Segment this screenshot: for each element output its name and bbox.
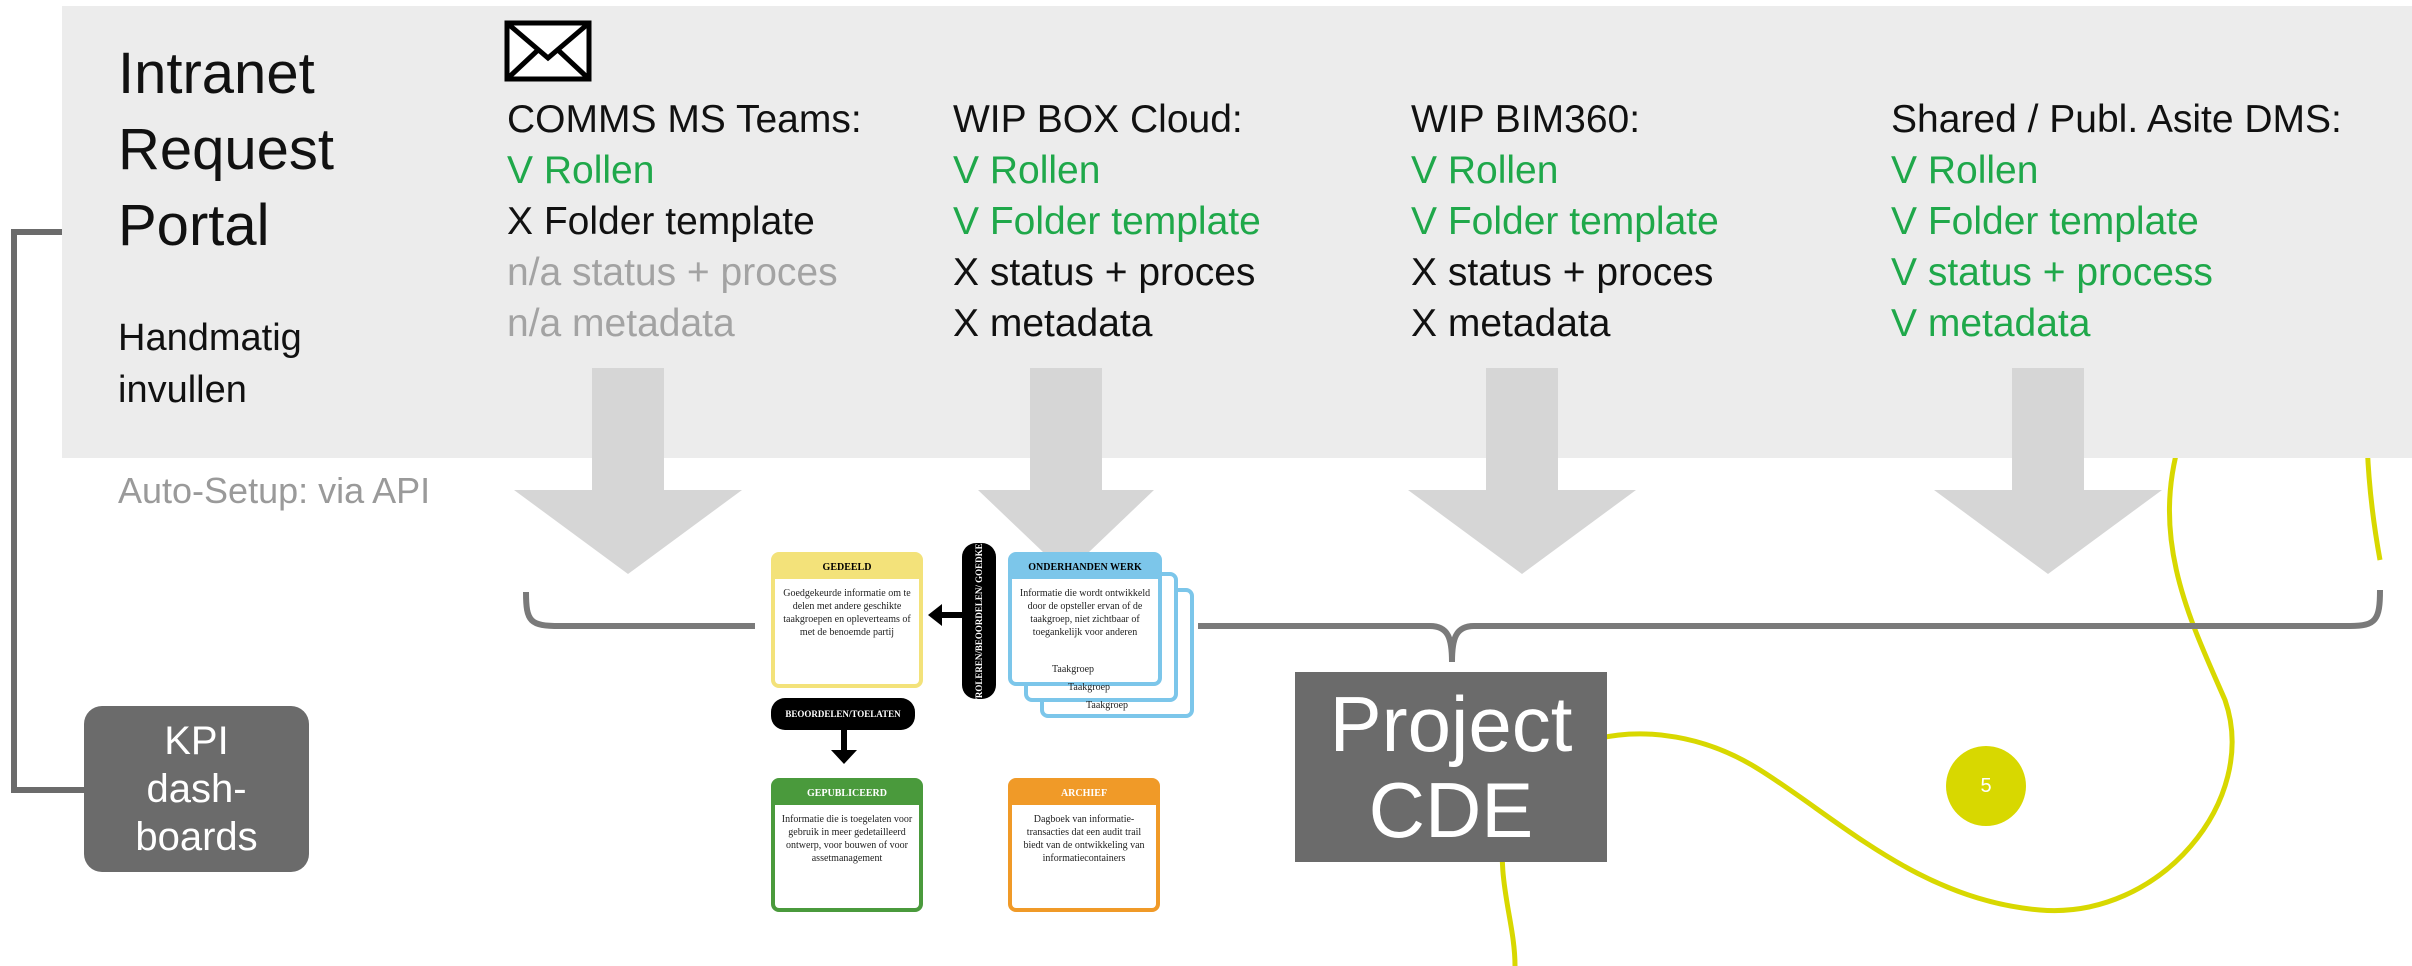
project-cde-box[interactable]: Project CDE [1295, 672, 1607, 862]
card-body: Informatie die wordt ontwikkeld door de … [1019, 588, 1151, 638]
status-item: X Folder template [507, 200, 815, 243]
platform-column-box: WIP BOX Cloud: V Rollen V Folder templat… [953, 94, 1261, 349]
card-gepubliceerd: GEPUBLICEERD Informatie die is toegelate… [771, 778, 923, 912]
taakgroep-label: Taakgroep [1052, 664, 1095, 675]
down-arrow-2 [978, 368, 1154, 574]
collection-bracket [523, 589, 2383, 663]
kpi-dashboards-box[interactable]: KPI dash- boards [84, 706, 309, 872]
status-item: X metadata [953, 302, 1153, 345]
taakgroep-label: Taakgroep [1086, 700, 1129, 711]
arrow-left-icon [928, 604, 964, 626]
kpi-line: KPI [164, 719, 229, 763]
platform-column-teams: COMMS MS Teams: V Rollen X Folder templa… [507, 94, 862, 349]
card-title: GEDEELD [775, 556, 919, 579]
auto-setup-label: Auto-Setup: via API [118, 470, 431, 511]
portal-title-line: Intranet [118, 41, 315, 106]
card-body: Dagboek van informatie-transacties dat e… [1023, 814, 1145, 864]
cde-line: Project [1329, 680, 1573, 768]
down-arrow-1 [514, 368, 742, 574]
page-number-badge: 5 [1946, 746, 2026, 826]
pill-text: CONTROLEREN/BEOORDELEN/ GOEDKEUREN [974, 517, 985, 725]
card-onderhanden: ONDERHANDEN WERK Informatie die wordt on… [1008, 552, 1162, 686]
pill-controleren: CONTROLEREN/BEOORDELEN/ GOEDKEUREN [962, 518, 996, 724]
column-heading: WIP BOX Cloud: [953, 98, 1243, 141]
down-arrow-4 [1934, 368, 2162, 574]
kpi-connector [11, 229, 84, 793]
column-heading: WIP BIM360: [1411, 98, 1641, 141]
status-item: X status + proces [1411, 251, 1714, 294]
column-heading: Shared / Publ. Asite DMS: [1891, 98, 2342, 141]
portal-title-line: Request [118, 117, 335, 182]
portal-subtitle: Handmatig invullen [118, 312, 302, 416]
status-item: V Folder template [1891, 200, 2199, 243]
card-title: GEPUBLICEERD [775, 782, 919, 805]
status-item: n/a status + proces [507, 251, 838, 294]
platform-column-asite: Shared / Publ. Asite DMS: V Rollen V Fol… [1891, 94, 2342, 349]
status-item: V Folder template [953, 200, 1261, 243]
status-item: V Rollen [953, 149, 1101, 192]
taakgroep-label: Taakgroep [1068, 682, 1111, 693]
status-item: n/a metadata [507, 302, 735, 345]
status-item: V Folder template [1411, 200, 1719, 243]
card-gedeeld: GEDEELD Goedgekeurde informatie om te de… [771, 552, 923, 688]
platform-column-bim360: WIP BIM360: V Rollen V Folder template X… [1411, 94, 1719, 349]
card-title: ARCHIEF [1012, 782, 1156, 805]
envelope-icon[interactable] [504, 20, 592, 82]
down-arrow-3 [1408, 368, 1636, 574]
status-item: V Rollen [507, 149, 655, 192]
status-item: V metadata [1891, 302, 2091, 345]
status-item: X status + proces [953, 251, 1256, 294]
portal-subtitle-line: invullen [118, 369, 247, 411]
kpi-line: boards [135, 815, 258, 859]
pill-beoordelen: BEOORDELEN/TOELATEN [771, 698, 915, 730]
arrow-down-icon [831, 730, 857, 764]
card-title: ONDERHANDEN WERK [1012, 556, 1158, 579]
status-item: V Rollen [1891, 149, 2039, 192]
status-item: V status + process [1891, 251, 2213, 294]
column-heading: COMMS MS Teams: [507, 98, 862, 141]
card-body: Goedgekeurde informatie om te delen met … [783, 588, 911, 638]
status-item: V Rollen [1411, 149, 1559, 192]
kpi-line: dash- [146, 767, 247, 811]
card-body: Informatie die is toegelaten voor gebrui… [781, 814, 913, 864]
card-archief: ARCHIEF Dagboek van informatie-transacti… [1008, 778, 1160, 912]
cde-line: CDE [1368, 766, 1534, 854]
portal-subtitle-line: Handmatig [118, 317, 302, 359]
status-item: X metadata [1411, 302, 1611, 345]
portal-title: Intranet Request Portal [118, 36, 334, 264]
portal-title-line: Portal [118, 193, 270, 258]
